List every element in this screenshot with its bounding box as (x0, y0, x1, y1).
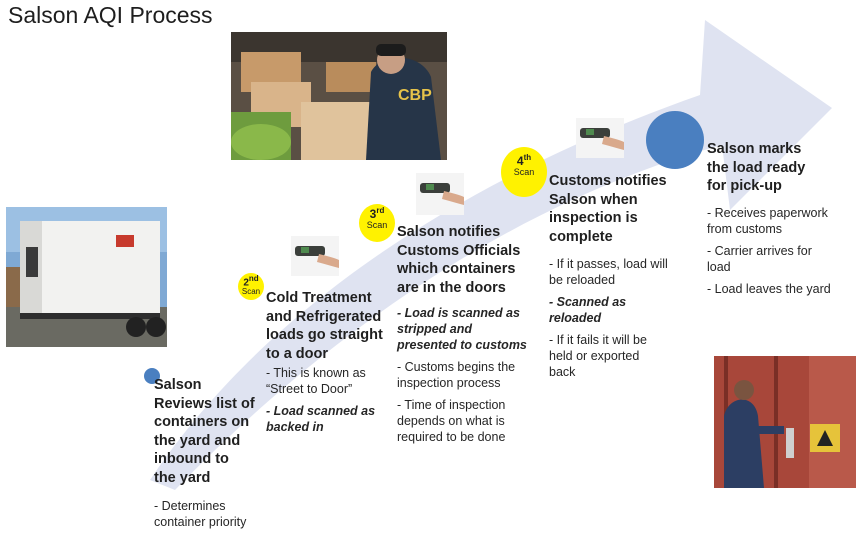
scanner-photo-1 (291, 236, 339, 276)
page-title: Salson AQI Process (8, 2, 213, 28)
cbp-label: CBP (398, 87, 432, 104)
step-1-bullets: - Determines container priority (154, 499, 247, 529)
step-4-bullets: - If it passes, load will be reloaded - … (549, 257, 668, 379)
scan-badge-3: 3rd Scan (359, 204, 395, 242)
step-5-bullets: - Receives paperwork from customs - Carr… (707, 206, 831, 296)
start-dot (144, 368, 160, 384)
cbp-officer-photo: CBP (231, 32, 447, 160)
scanner-photo-2 (416, 173, 464, 215)
scanner-photo-3 (576, 118, 624, 158)
container-seal-photo (714, 356, 856, 488)
scan-badge-4: 4th Scan (501, 147, 547, 197)
container-truck-photo (6, 207, 167, 347)
step-3-bullets: - Load is scanned as stripped and presen… (397, 306, 527, 444)
step-2-bullets: - This is known as “Street to Door” - Lo… (266, 366, 376, 434)
end-dot (646, 111, 704, 169)
scan-badge-2: 2nd Scan (238, 273, 264, 300)
